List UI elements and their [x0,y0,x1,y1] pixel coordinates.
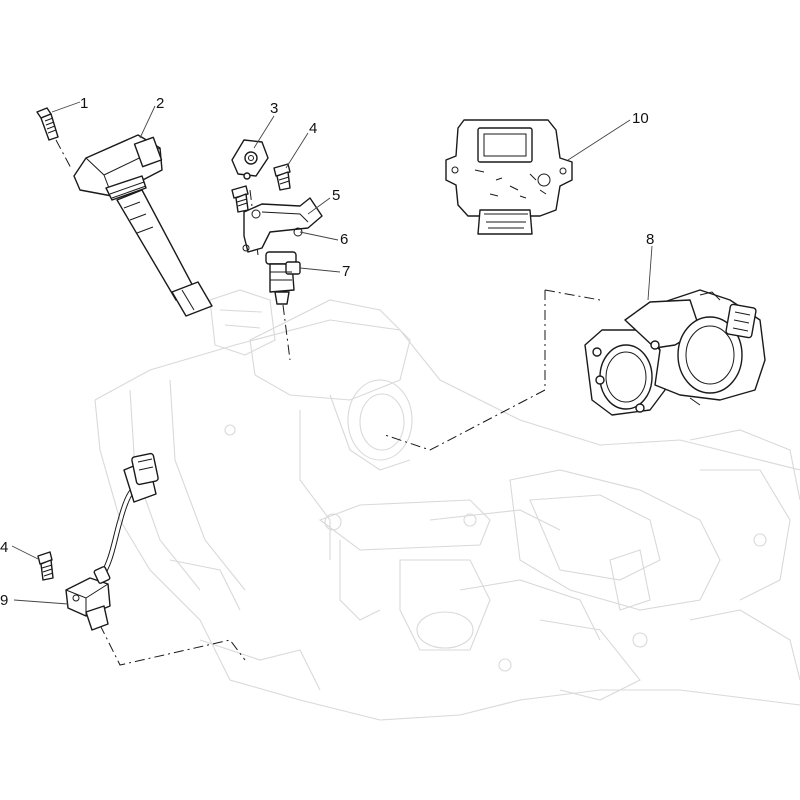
callout-label-5: 5 [332,187,340,204]
fuel-injector-part [265,251,301,305]
bolt-4-lower-part [37,551,54,581]
callout-label-4-upper: 4 [309,120,317,137]
ignition-coil-part [73,134,213,317]
crank-position-sensor-part [65,452,159,631]
throttle-body-part [584,289,766,416]
callout-label-4-lower: 4 [0,539,8,556]
callout-label-7: 7 [342,263,350,280]
callout-label-2: 2 [156,95,164,112]
temperature-sensor-part [231,139,269,180]
callout-label-10: 10 [632,110,649,127]
callout-label-1: 1 [80,95,88,112]
callout-label-6: 6 [340,231,348,248]
bracket-part [242,197,323,253]
engine-block-ghost [94,289,800,721]
callouts: 1 2 3 4 5 6 7 8 10 4 9 [0,95,654,609]
bolt-4-upper-part [231,163,291,213]
ecu-module-part [445,119,573,235]
callout-label-9: 9 [0,592,8,609]
callout-label-3: 3 [270,100,278,117]
callout-label-8: 8 [646,231,654,248]
bolt-1-part [36,107,59,141]
